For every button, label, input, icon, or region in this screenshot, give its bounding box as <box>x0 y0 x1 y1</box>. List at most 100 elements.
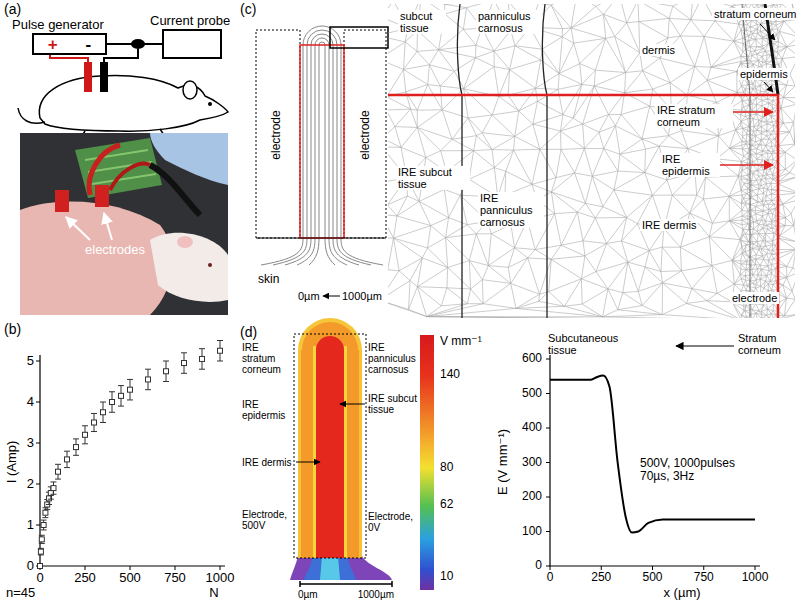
photo-part <box>150 233 228 302</box>
panel-letter: (a) <box>4 2 21 17</box>
colorbar-tick: 140 <box>440 368 460 381</box>
tick-label: 3 <box>27 436 34 450</box>
photo-part <box>75 138 162 198</box>
tick-label: 1000 <box>742 571 769 584</box>
current-chart-part <box>36 525 40 526</box>
current-chart-part-part <box>41 523 46 528</box>
mesh-zoom-part <box>388 4 795 318</box>
field-chart-part <box>546 566 550 567</box>
current-chart-part <box>37 564 43 569</box>
tissue-label: IRE dermis <box>242 457 294 468</box>
current-chart-part-part <box>56 469 61 474</box>
colorbar-tick: 62 <box>440 498 453 511</box>
current-chart-part-part <box>51 486 56 491</box>
photo-part <box>20 133 228 315</box>
tissue-label: IRE dermis <box>640 219 698 231</box>
field-plot-part <box>290 556 392 580</box>
panel-letter: (c) <box>240 2 256 17</box>
current-chart-part-part <box>43 510 48 515</box>
field-chart-part <box>703 566 704 570</box>
field-plot-part <box>302 322 358 350</box>
current-chart-part-part <box>109 392 115 413</box>
tick-label: 5 <box>27 354 34 368</box>
rat-cartoon-part <box>208 102 212 106</box>
current-chart-part-part <box>163 361 169 382</box>
wire-connector <box>107 43 162 45</box>
tick-label: 250 <box>74 571 96 585</box>
field-chart-part <box>546 428 550 429</box>
tick-label: 200 <box>522 490 542 503</box>
current-chart <box>36 341 225 571</box>
current-chart-part-part <box>218 348 223 353</box>
current-chart-part <box>163 361 169 382</box>
tissue-label: IRE subcut tissue <box>368 393 420 415</box>
mesh-zoom-part-part <box>457 4 462 318</box>
axis-title: E (V mm⁻¹) <box>496 429 510 495</box>
field-chart-part <box>546 531 550 532</box>
current-chart-part <box>40 355 225 566</box>
field-plot-part <box>313 346 316 558</box>
tissue-label: skin <box>258 273 279 286</box>
tissue-label: panniculus carnosus <box>476 10 542 34</box>
field-plot-part <box>316 336 344 350</box>
current-chart-part <box>55 464 61 479</box>
tick-label: 1000 <box>206 571 235 585</box>
current-probe: Current probe <box>150 13 230 59</box>
current-chart-part-part <box>118 386 124 407</box>
electrode-label: electrode <box>359 110 372 159</box>
electrode-schematic-part <box>300 45 344 238</box>
electrode-schematic-part <box>261 26 383 265</box>
mesh-zoom-part-part <box>388 4 795 318</box>
wires-part <box>50 55 88 62</box>
field-chart-part <box>676 345 734 346</box>
current-chart-part <box>51 482 57 494</box>
current-chart-part <box>181 353 187 374</box>
electrode-schematic-part-part <box>285 34 359 265</box>
axis-title: x (µm) <box>663 586 700 600</box>
electrode-label: electrode <box>730 292 779 304</box>
current-chart-part-part <box>146 377 151 382</box>
field-chart-part <box>546 462 550 463</box>
current-chart-part-part <box>92 420 97 425</box>
region-label: Stratum corneum <box>738 332 794 356</box>
current-chart-part-part <box>38 564 43 569</box>
wires-part <box>104 49 138 62</box>
current-chart-part <box>73 439 79 455</box>
tick-label: 300 <box>522 456 542 469</box>
current-chart-part-part <box>82 426 88 444</box>
current-chart-part <box>220 566 221 570</box>
field-plot-part <box>420 335 434 590</box>
pulse-note: 500V, 1000pulses 70µs, 3Hz <box>640 457 752 483</box>
electrode-schematic-part <box>330 27 388 48</box>
mesh-zoom <box>374 0 799 321</box>
photo-part <box>55 190 69 212</box>
electrode-label: Electrode, 0V <box>368 511 420 533</box>
tissue-label: epidermis <box>738 68 790 80</box>
tissue-label: IRE panniculus carnosus <box>478 192 544 228</box>
current-chart-part <box>36 443 40 444</box>
current-chart-part <box>217 341 223 362</box>
current-chart-part-part <box>48 491 53 496</box>
wires-part <box>84 62 92 92</box>
field-plot-part <box>359 350 362 558</box>
current-chart-part <box>82 426 88 444</box>
colorbar-tick: 10 <box>440 570 453 583</box>
scale-label: 1000µm <box>358 589 394 600</box>
tick-label: 1 <box>27 518 34 532</box>
current-chart-part <box>91 413 97 431</box>
current-chart-part-part <box>119 393 124 398</box>
current-chart-part-part <box>182 361 187 366</box>
wires-part <box>100 62 108 92</box>
tick-label: 500 <box>642 571 662 584</box>
electrode-schematic-part-part <box>273 30 371 265</box>
photo-part <box>110 164 150 190</box>
field-plot-part <box>298 350 301 558</box>
current-chart-part-part <box>38 548 44 555</box>
terminal-sign: - <box>85 36 91 53</box>
current-chart-part <box>130 566 131 570</box>
rat-cartoon-part <box>18 108 45 123</box>
